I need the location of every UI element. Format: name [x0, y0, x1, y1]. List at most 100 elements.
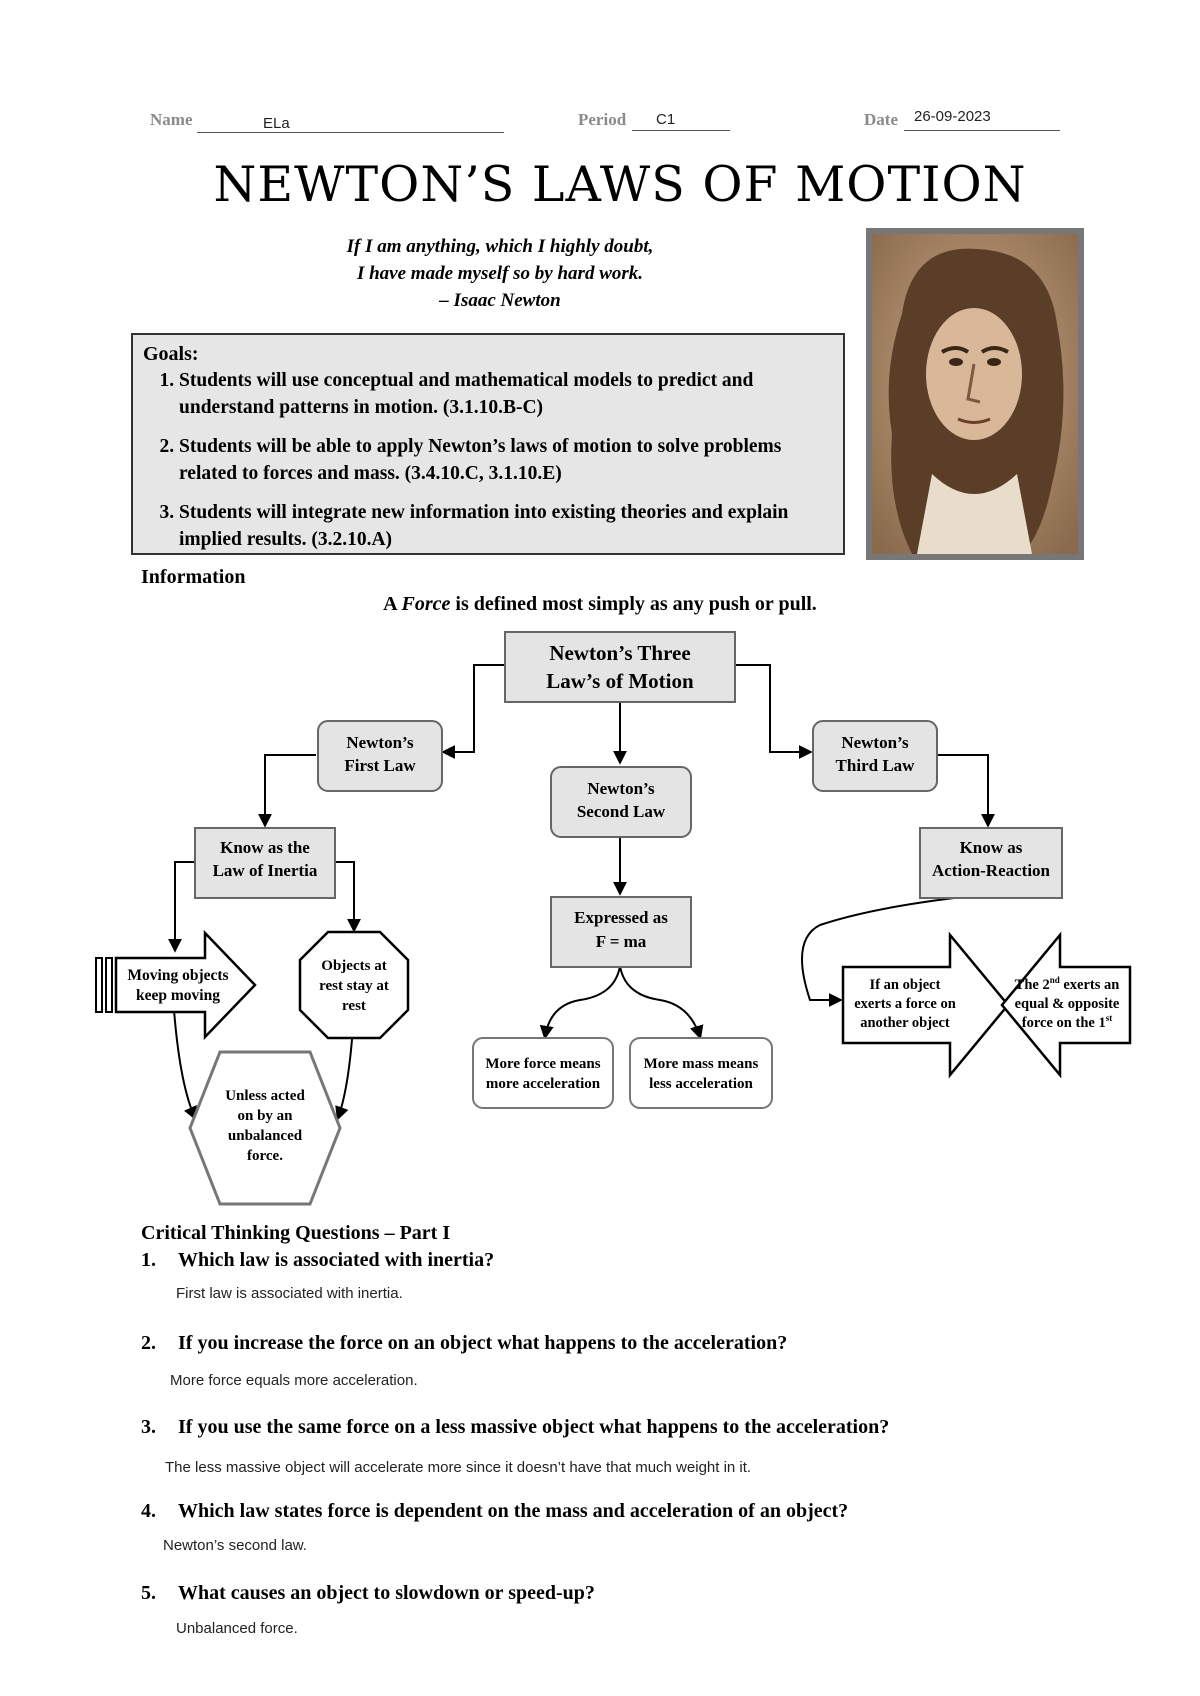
- question-number: 2.: [141, 1332, 156, 1354]
- third-law-label: Third Law: [836, 756, 916, 775]
- reaction-arrow-label: equal & opposite: [1015, 996, 1120, 1012]
- objects-at-rest-node: [298, 930, 410, 1040]
- goals-heading: Goals:: [143, 343, 199, 365]
- reaction-text: The 2: [1015, 977, 1050, 993]
- action-arrow-label: another object: [860, 1015, 950, 1031]
- date-value: 26-09-2023: [914, 108, 991, 125]
- question-text: If you use the same force on a less mass…: [178, 1416, 890, 1438]
- action-reaction-node: [919, 827, 1063, 899]
- question-number: 4.: [141, 1500, 156, 1522]
- question-item: 1. Which law is associated with inertia?: [141, 1249, 1141, 1272]
- moving-objects-label: Moving objects: [127, 967, 228, 984]
- unbalanced-force-label: Unless acted: [225, 1088, 305, 1104]
- answer-text[interactable]: First law is associated with inertia.: [176, 1285, 403, 1302]
- question-number: 1.: [141, 1249, 156, 1271]
- moving-objects-node: [95, 929, 257, 1041]
- more-mass-node: [629, 1037, 773, 1109]
- unbalanced-force-label: unbalanced: [228, 1128, 303, 1144]
- reaction-superscript: st: [1106, 1013, 1113, 1023]
- more-force-label: More force means: [485, 1056, 600, 1072]
- root-label: Law’s of Motion: [546, 669, 694, 693]
- portrait-image: [872, 234, 1078, 554]
- action-arrow: [841, 931, 1010, 1079]
- goals-list: Students will use conceptual and mathema…: [143, 367, 831, 553]
- date-label: Date: [864, 110, 898, 129]
- inertia-label: Know as the: [220, 838, 310, 857]
- moving-objects-label: keep moving: [136, 987, 220, 1004]
- critical-thinking-questions: Critical Thinking Questions – Part I 1. W…: [141, 1222, 1141, 1637]
- name-value: ELa: [263, 115, 290, 132]
- question-text: Which law is associated with inertia?: [178, 1249, 495, 1271]
- goal-item: Students will be able to apply Newton’s …: [179, 433, 831, 487]
- connectors: [168, 664, 995, 1121]
- date-field[interactable]: 26-09-2023: [904, 108, 1060, 131]
- newton-quote: If I am anything, which I highly doubt, …: [240, 233, 760, 314]
- second-law-label: Newton’s: [587, 779, 655, 798]
- reaction-superscript: nd: [1050, 975, 1060, 985]
- question-text: If you increase the force on an object w…: [178, 1332, 788, 1354]
- question-number: 3.: [141, 1416, 156, 1438]
- reaction-arrow-label: force on the 1st: [1022, 1013, 1112, 1031]
- root-label: Newton’s Three: [549, 641, 690, 665]
- answer-text[interactable]: Newton’s second law.: [163, 1537, 307, 1554]
- period-value: C1: [656, 111, 676, 128]
- force-definition: A Force is defined most simply as any pu…: [0, 593, 1200, 616]
- goal-item: Students will integrate new information …: [179, 499, 831, 553]
- period-field[interactable]: C1: [632, 108, 730, 131]
- goal-item: Students will use conceptual and mathema…: [179, 367, 831, 421]
- inertia-node: [194, 827, 336, 899]
- more-force-node: [472, 1037, 614, 1109]
- objects-at-rest-label: rest: [342, 998, 366, 1014]
- inertia-label: Law of Inertia: [213, 861, 318, 880]
- questions-heading: Critical Thinking Questions – Part I: [141, 1222, 451, 1244]
- first-law-label: First Law: [344, 756, 416, 775]
- reaction-arrow: [1000, 931, 1132, 1079]
- action-reaction-label: Know as: [960, 838, 1023, 857]
- question-text: Which law states force is dependent on t…: [178, 1500, 849, 1522]
- objects-at-rest-label: Objects at: [321, 958, 386, 974]
- first-law-label: Newton’s: [346, 733, 414, 752]
- period-label: Period: [578, 110, 627, 129]
- reaction-arrow-label: The 2nd exerts an: [1015, 975, 1120, 993]
- quote-attribution: – Isaac Newton: [439, 290, 561, 311]
- action-arrow-label: exerts a force on: [854, 996, 956, 1012]
- second-law-label: Second Law: [577, 802, 666, 821]
- first-law-node: [317, 720, 443, 792]
- force-rest: is defined most simply as any push or pu…: [450, 593, 817, 615]
- question-number: 5.: [141, 1582, 156, 1604]
- newton-portrait: [866, 228, 1084, 560]
- root-node: [504, 631, 736, 703]
- third-law-label: Newton’s: [841, 733, 909, 752]
- unbalanced-force-label: on by an: [237, 1108, 293, 1124]
- expressed-node: [550, 896, 692, 968]
- information-heading: Information: [141, 566, 246, 588]
- expressed-label: F = ma: [596, 932, 647, 951]
- answer-text[interactable]: Unbalanced force.: [176, 1620, 298, 1637]
- reaction-text: exerts an: [1060, 977, 1120, 993]
- force-term: Force: [401, 593, 451, 615]
- quote-line-1: If I am anything, which I highly doubt,: [346, 236, 654, 257]
- force-prefix: A: [383, 593, 402, 615]
- name-label: Name: [150, 110, 193, 129]
- unbalanced-force-node: [188, 1050, 342, 1206]
- answer-text[interactable]: The less massive object will accelerate …: [165, 1459, 752, 1476]
- quote-line-2: I have made myself so by hard work.: [356, 263, 644, 284]
- question-item: 5.What causes an object to slowdown or s…: [141, 1582, 1141, 1605]
- second-law-node: [550, 766, 692, 838]
- reaction-text: force on the 1: [1022, 1015, 1106, 1031]
- unbalanced-force-label: force.: [247, 1148, 283, 1164]
- expressed-label: Expressed as: [574, 908, 668, 927]
- answer-text[interactable]: More force equals more acceleration.: [170, 1372, 418, 1389]
- more-mass-label: less acceleration: [649, 1076, 753, 1092]
- more-mass-label: More mass means: [644, 1056, 759, 1072]
- question-item: 4. Which law states force is dependent on…: [141, 1500, 1141, 1523]
- more-force-label: more acceleration: [486, 1076, 601, 1092]
- action-reaction-label: Action-Reaction: [932, 861, 1051, 880]
- action-arrow-label: If an object: [870, 977, 941, 993]
- goals-box: Goals: Students will use conceptual and …: [131, 333, 845, 555]
- question-item: 3. If you use the same force on a less ma…: [141, 1416, 1141, 1439]
- page-title: NEWTON’S LAWS OF MOTION: [213, 156, 1027, 213]
- question-item: 2. If you increase the force on an object…: [141, 1332, 1141, 1355]
- name-field[interactable]: ELa: [197, 110, 504, 133]
